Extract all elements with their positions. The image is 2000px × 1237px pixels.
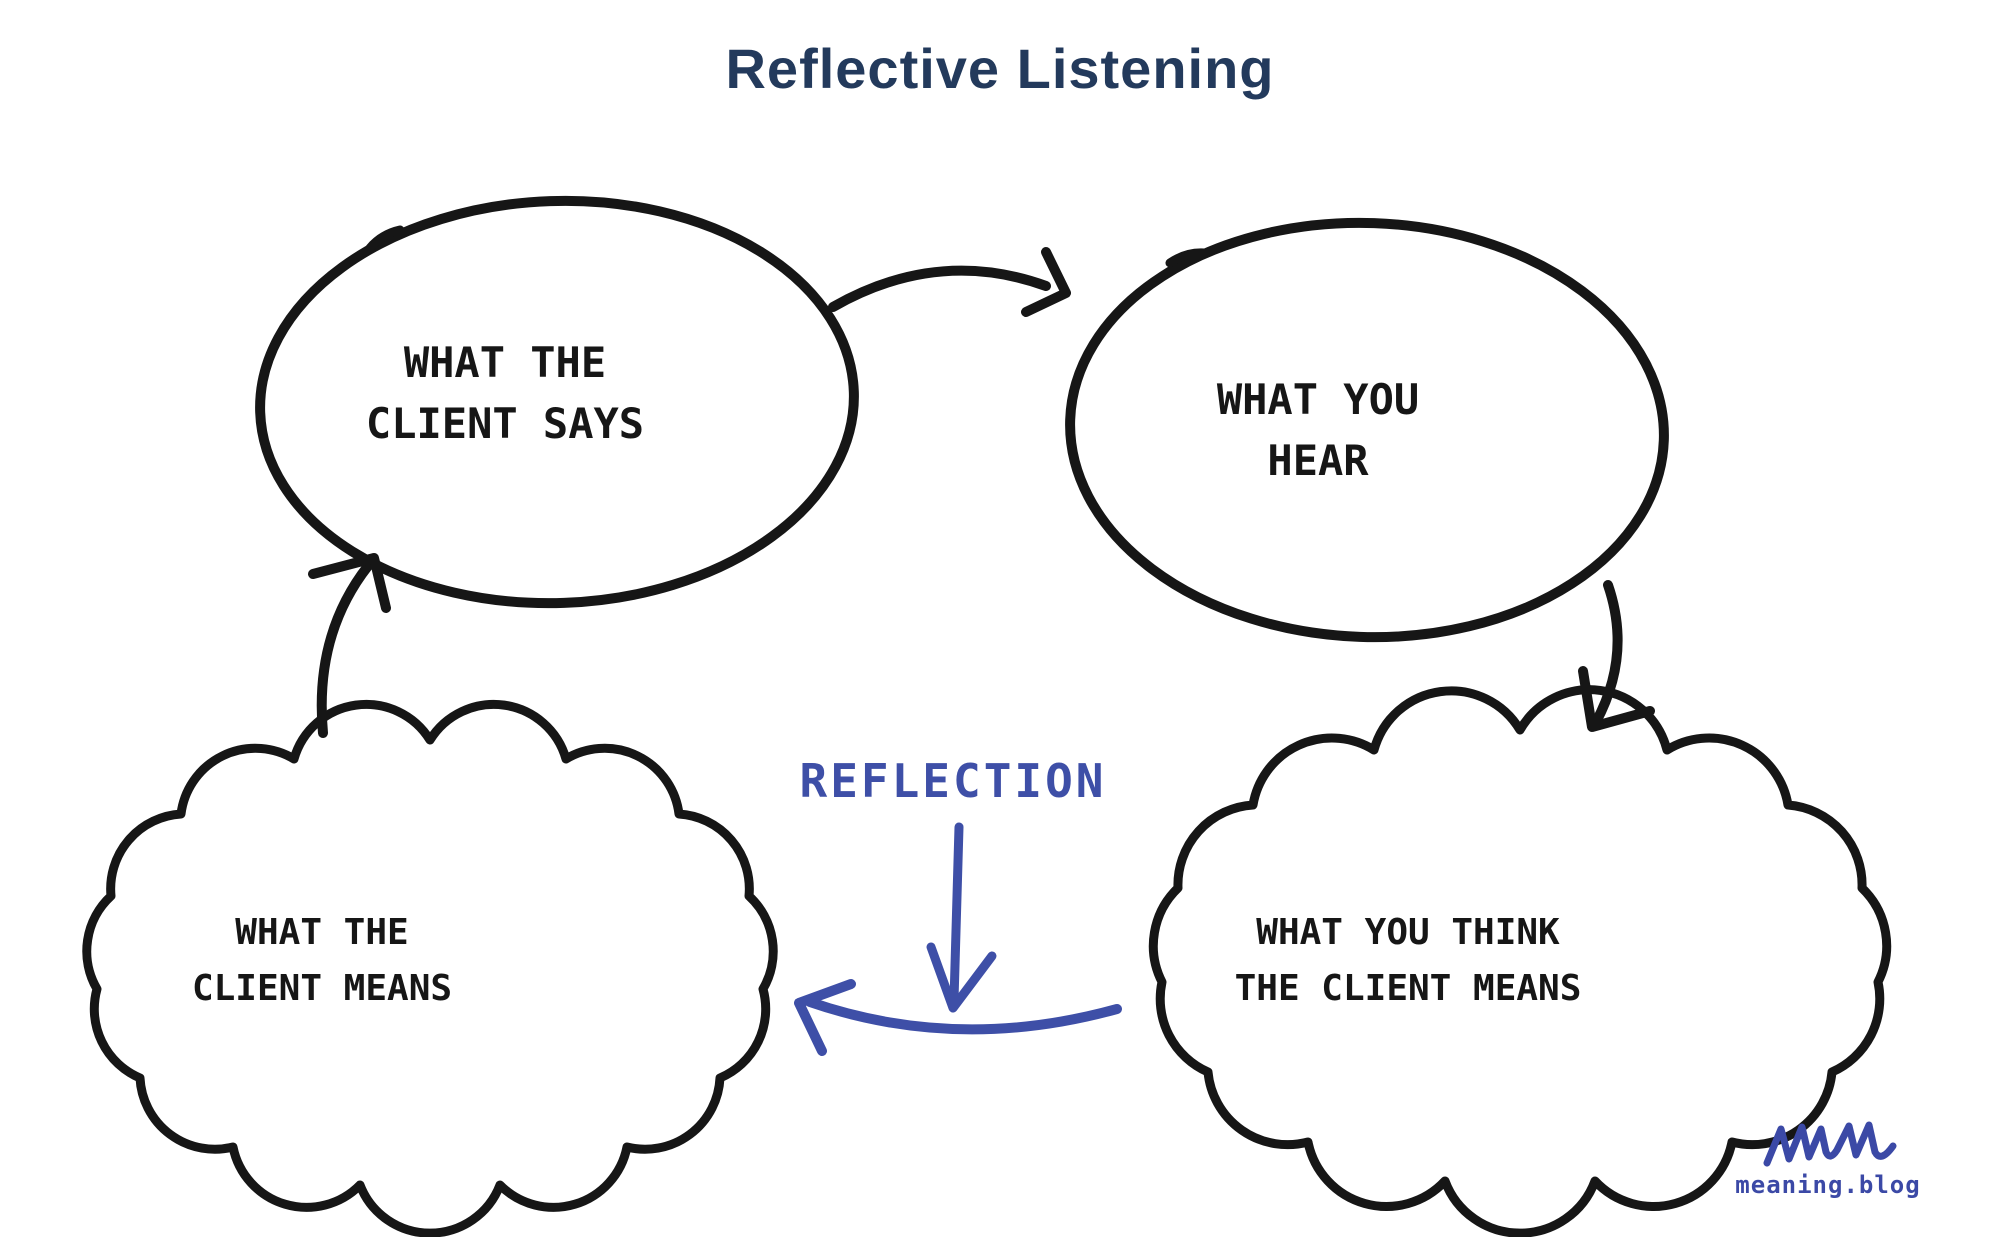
label-line: WHAT THE — [403, 338, 607, 388]
cloud-client-means — [82, 699, 778, 1237]
reflection-arrow-left — [794, 979, 1122, 1056]
arrowhead — [1578, 666, 1655, 732]
node-label-think-client-means: WHAT YOU THINK THE CLIENT MEANS — [1235, 905, 1582, 1017]
node-label-you-hear: WHAT YOU HEAR — [1217, 370, 1419, 492]
arrowhead — [1021, 247, 1071, 317]
arrow-means-to-says — [308, 553, 391, 738]
mm-scribble-icon — [1763, 1121, 1897, 1167]
arrow-hear-to-think — [1578, 580, 1655, 732]
pen-stroke-tick — [1165, 248, 1209, 268]
label-line: CLIENT MEANS — [191, 968, 453, 1009]
node-label-client-means: WHAT THE CLIENT MEANS — [192, 905, 452, 1017]
logo-text: meaning.blog — [1735, 1171, 1921, 1199]
arrow-says-to-hear — [828, 247, 1071, 317]
ellipse-you-hear — [1065, 217, 1669, 643]
cloud-think-client-means — [1148, 685, 1892, 1237]
arrowhead — [926, 942, 997, 1013]
ellipse-client-says — [255, 195, 859, 609]
label-line: WHAT THE — [235, 912, 409, 954]
label-line: WHAT YOU THINK — [1256, 912, 1560, 954]
label-line: HEAR — [1267, 436, 1369, 485]
label-line: WHAT YOU — [1216, 375, 1420, 425]
label-line: THE CLIENT MEANS — [1234, 968, 1582, 1009]
page-title: Reflective Listening — [725, 37, 1275, 100]
label-line: CLIENT SAYS — [365, 399, 645, 448]
pen-stroke-tick — [365, 225, 405, 253]
arrowhead — [794, 979, 856, 1056]
reflection-arrow-down — [926, 822, 997, 1013]
reflection-label: REFLECTION — [799, 754, 1107, 808]
arrowhead — [308, 553, 391, 613]
node-label-client-says: WHAT THE CLIENT SAYS — [366, 333, 644, 455]
